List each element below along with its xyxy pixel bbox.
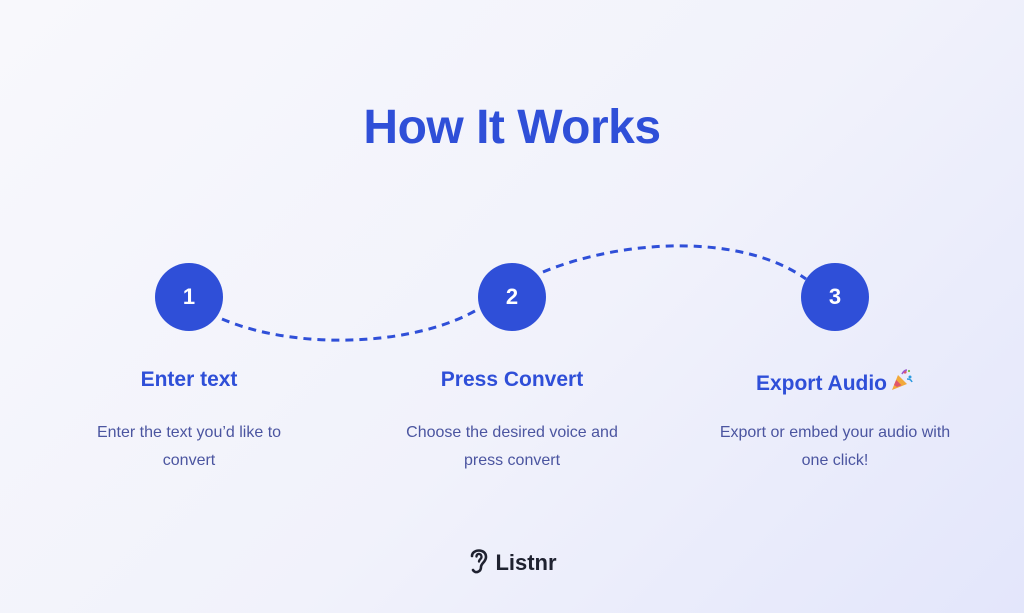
step-3-number: 3 xyxy=(828,284,842,309)
page-title: How It Works xyxy=(363,101,661,154)
step-3-circle: 3 xyxy=(801,263,869,331)
step-3-description: Export or embed your audio with one clic… xyxy=(719,424,951,469)
brand-logo: Listnr xyxy=(0,544,1024,581)
step-2-title: Press Convert xyxy=(440,368,584,391)
step-3-title-wrapper: Export Audio xyxy=(685,368,985,398)
ear-icon xyxy=(467,544,491,581)
step-1-number: 1 xyxy=(182,284,196,309)
brand-name: Listnr xyxy=(495,549,557,575)
step-2-description: Choose the desired voice and press conve… xyxy=(406,424,618,469)
step-1-circle: 1 xyxy=(155,263,223,331)
step-2-number: 2 xyxy=(505,284,519,309)
step-3-title: Export Audio xyxy=(755,372,888,395)
party-popper-icon xyxy=(890,368,914,398)
step-1-description: Enter the text you’d like to convert xyxy=(96,424,282,469)
step-1-title: Enter text xyxy=(140,368,238,391)
step-2-circle: 2 xyxy=(478,263,546,331)
